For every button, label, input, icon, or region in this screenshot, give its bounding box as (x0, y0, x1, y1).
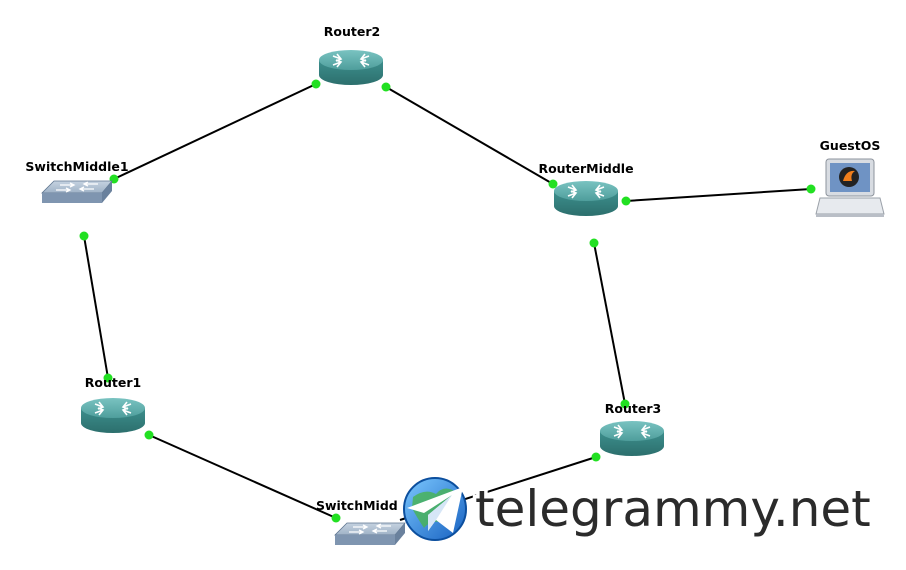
port-indicator (589, 238, 599, 248)
port-indicator (591, 452, 601, 462)
port-indicator (806, 184, 816, 194)
port-indicator (79, 231, 89, 241)
telegram-globe-icon (403, 477, 467, 541)
node-label: Router2 (324, 24, 380, 39)
port-indicator (311, 79, 321, 89)
link-switchmiddle1-router2[interactable] (113, 83, 317, 180)
node-label: SwitchMiddle1 (25, 159, 128, 174)
node-router3[interactable]: Router3 (599, 401, 665, 457)
node-switchmiddle2[interactable]: SwitchMidd (316, 498, 406, 546)
port-indicator (620, 399, 630, 409)
node-label: SwitchMidd (316, 498, 398, 513)
node-guestos[interactable]: GuestOS (815, 138, 885, 217)
link-router1-switchmiddle2[interactable] (148, 434, 337, 519)
node-label: Router3 (605, 401, 661, 416)
switch-icon (41, 180, 113, 204)
node-label: GuestOS (820, 138, 881, 153)
node-switchmiddle1[interactable]: SwitchMiddle1 (25, 159, 129, 204)
watermark: telegrammy.net (403, 477, 874, 542)
router-icon (553, 180, 619, 217)
port-indicator (103, 373, 113, 383)
switch-icon (334, 522, 406, 546)
link-router2-routermiddle[interactable] (385, 86, 554, 185)
node-router2[interactable]: Router2 (318, 24, 384, 86)
node-label: RouterMiddle (538, 161, 633, 176)
port-indicator (548, 179, 558, 189)
port-indicator (621, 196, 631, 206)
port-indicator (381, 82, 391, 92)
router-icon (318, 49, 384, 86)
node-label: Router1 (85, 375, 141, 390)
link-routermiddle-guestos[interactable] (625, 188, 812, 202)
port-indicators (79, 79, 816, 523)
link-switchmiddle1-router1[interactable] (83, 235, 109, 379)
watermark-text: telegrammy.net (475, 480, 871, 538)
port-indicator (144, 430, 154, 440)
router-icon (80, 397, 146, 434)
laptop-icon (815, 158, 885, 217)
links (83, 83, 812, 521)
link-routermiddle-router3[interactable] (593, 242, 626, 405)
node-routermiddle[interactable]: RouterMiddle (538, 161, 634, 217)
router-icon (599, 420, 665, 457)
port-indicator (331, 513, 341, 523)
node-router1[interactable]: Router1 (80, 375, 146, 434)
